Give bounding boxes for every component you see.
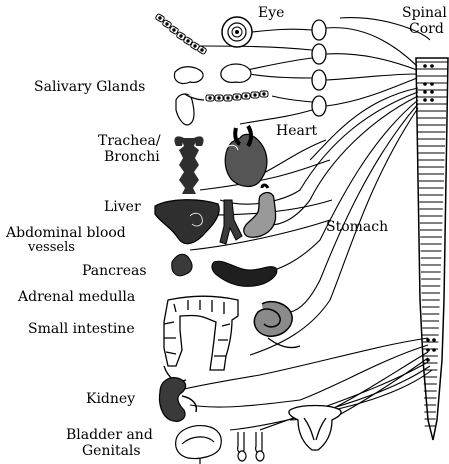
blood-vessels-icon (220, 200, 242, 244)
trachea-label-line1: Trachea/ (98, 134, 161, 149)
salivary-glands-label: Salivary Glands (34, 80, 145, 95)
bladder-label-line2: Genitals (82, 444, 141, 459)
eye-icon (222, 17, 252, 47)
bladder-label-line1: Bladder and (66, 428, 153, 443)
ganglia (312, 20, 326, 116)
bladder-icon (176, 426, 222, 464)
spinal-cord (416, 58, 448, 440)
trachea-icon (174, 136, 203, 194)
adrenal-medulla-label: Adrenal medulla (18, 290, 135, 305)
eye-label: Eye (258, 6, 284, 21)
kidney-label: Kidney (86, 392, 135, 407)
liver-icon (155, 200, 219, 244)
small-intestine-label: Small intestine (28, 322, 135, 337)
intestine-icon (164, 296, 238, 381)
uterus-icon (289, 406, 341, 451)
stomach-label: Stomach (326, 220, 388, 235)
lacrimal-gland-chain (155, 13, 207, 54)
pancreas-icon (172, 254, 192, 276)
heart-icon (225, 126, 267, 187)
heart-label: Heart (276, 124, 317, 139)
salivary-duct-chain (206, 91, 268, 101)
abdominal-vessels-label-line2: vessels (28, 240, 75, 255)
adrenal-gland-icon (212, 261, 277, 286)
trachea-label-line2: Bronchi (104, 150, 160, 165)
small-intestine-icon (254, 302, 300, 348)
kidney-icon (159, 378, 196, 422)
abdominal-vessels-label-line1: Abdominal blood (6, 226, 126, 241)
stomach-icon (244, 185, 276, 237)
pancreas-label: Pancreas (82, 264, 147, 279)
male-genitals-icon (238, 432, 264, 461)
liver-label: Liver (104, 200, 141, 215)
spinal-cord-label-line2: Cord (409, 22, 444, 37)
spinal-cord-label-line1: Spinal (402, 6, 447, 21)
